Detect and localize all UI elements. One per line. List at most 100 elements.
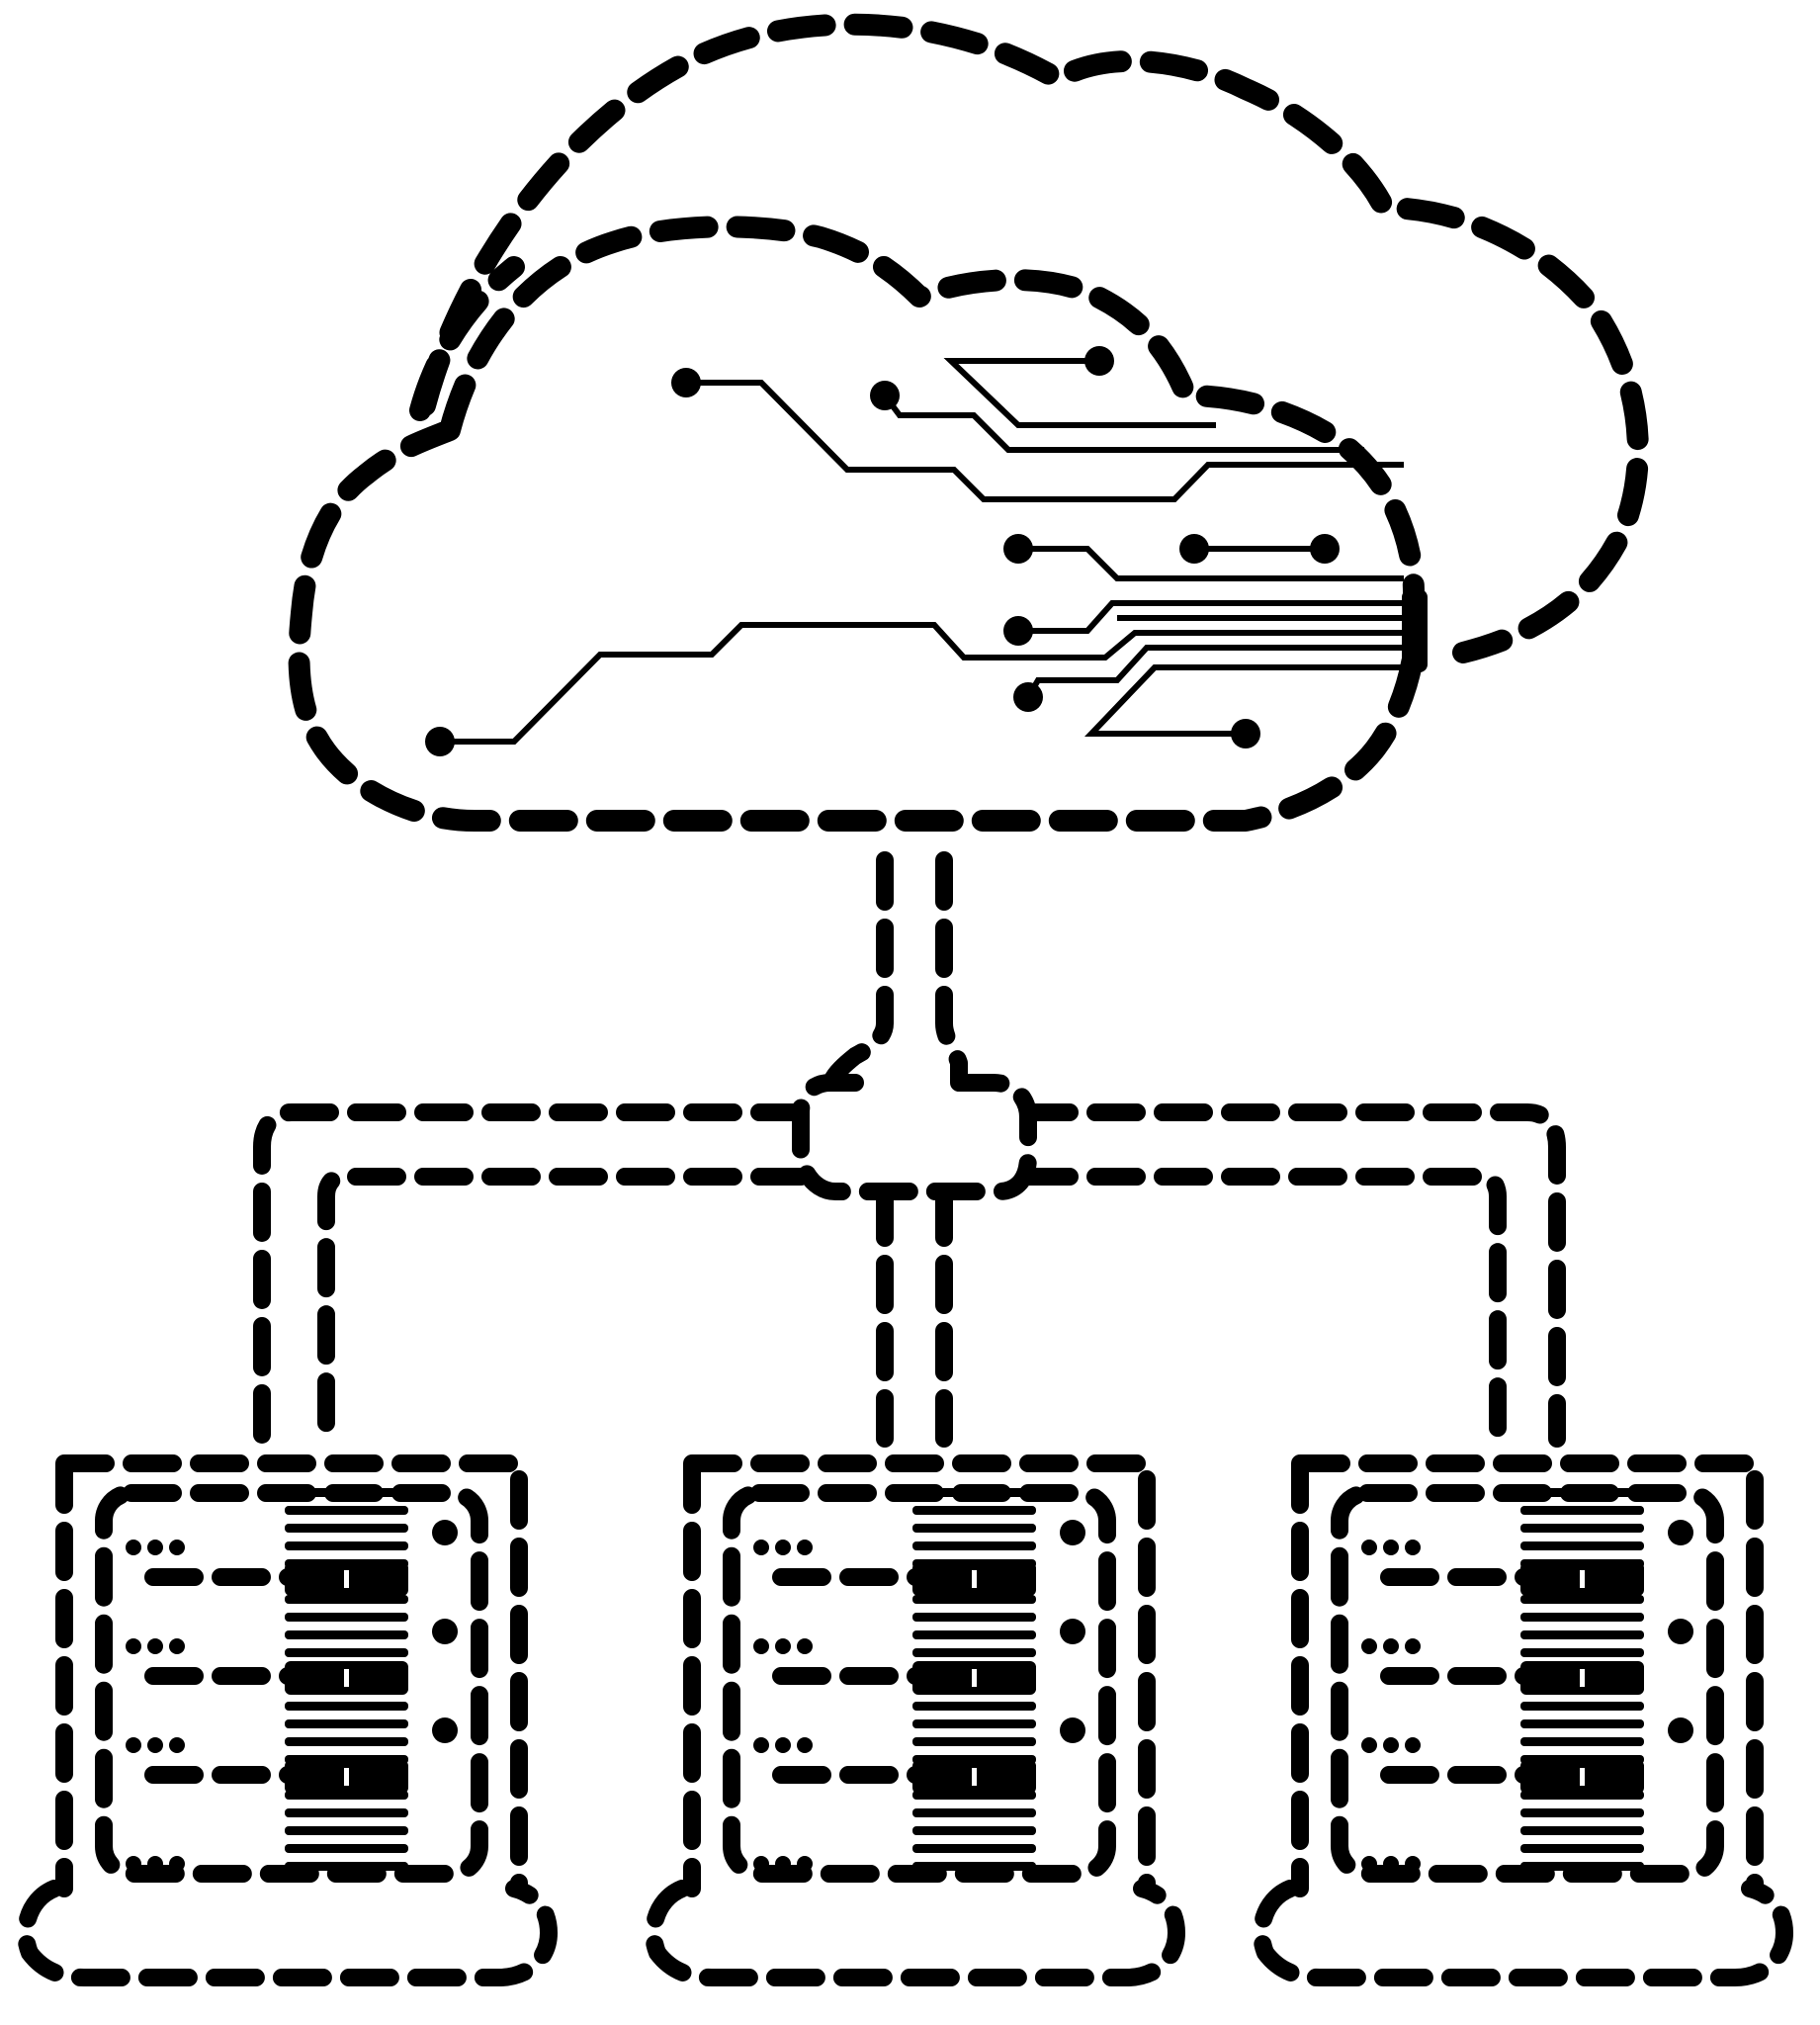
server-knob xyxy=(1668,1619,1693,1644)
server-led xyxy=(797,1540,813,1555)
server-cabinet-outline xyxy=(683,1454,1156,1897)
server-led xyxy=(147,1638,163,1654)
server-knob xyxy=(432,1619,458,1644)
server-base xyxy=(1253,1880,1793,1986)
server-bay-slot xyxy=(344,1669,349,1687)
server-vent-bar xyxy=(285,1719,408,1728)
server-vent-bar xyxy=(1520,1524,1644,1533)
server-rack-icon xyxy=(1253,1454,1793,1986)
server-led xyxy=(775,1737,791,1753)
circuit-node xyxy=(1231,719,1260,748)
server-vent-bar xyxy=(912,1488,1036,1497)
cloud-inner-outline xyxy=(288,216,1428,832)
server-knob xyxy=(1060,1520,1085,1545)
circuit-node xyxy=(1003,534,1033,564)
server-vent-bar xyxy=(285,1613,408,1622)
server-led xyxy=(169,1856,185,1872)
circuit-node xyxy=(671,368,701,397)
server-vent-bar xyxy=(912,1737,1036,1746)
server-led xyxy=(126,1540,141,1555)
server-bay-slot xyxy=(344,1768,349,1786)
server-rack-icon xyxy=(645,1454,1185,1986)
circuit-node xyxy=(1003,616,1033,646)
connector-left-outer xyxy=(253,1103,810,1448)
server-led xyxy=(1383,1856,1399,1872)
server-vent-bar xyxy=(1520,1630,1644,1639)
circuit-trace xyxy=(1018,546,1404,581)
cloud-outer-outline xyxy=(414,13,1649,663)
server-vent-bar xyxy=(912,1719,1036,1728)
server-vent-bar xyxy=(912,1844,1036,1853)
server-vent-bar xyxy=(285,1488,408,1497)
circuit-connector xyxy=(1402,589,1428,672)
server-led xyxy=(1383,1737,1399,1753)
server-vent-bar xyxy=(1520,1719,1644,1728)
server-vent-bar xyxy=(912,1648,1036,1657)
server-led xyxy=(1361,1737,1377,1753)
server-led xyxy=(126,1737,141,1753)
circuit-node xyxy=(1310,534,1340,564)
circuit-node xyxy=(1013,682,1043,712)
server-vent-bar xyxy=(912,1826,1036,1835)
server-vent-bar xyxy=(912,1613,1036,1622)
server-vent-bar xyxy=(1520,1595,1644,1604)
server-led xyxy=(169,1540,185,1555)
server-bay-slot xyxy=(972,1768,977,1786)
server-vent-bar xyxy=(912,1702,1036,1711)
circuit-trace xyxy=(1083,664,1404,737)
server-led xyxy=(126,1638,141,1654)
server-bay-slot xyxy=(1580,1768,1585,1786)
circuit-trace xyxy=(440,622,1404,745)
server-vent-bar xyxy=(285,1862,408,1871)
server-vent-bar xyxy=(912,1630,1036,1639)
server-led xyxy=(1361,1856,1377,1872)
trunk-line xyxy=(822,851,894,1097)
circuit-node xyxy=(1179,534,1209,564)
server-vent-bar xyxy=(912,1808,1036,1817)
circuit-node xyxy=(870,381,900,410)
server-vent-bar xyxy=(1520,1702,1644,1711)
server-led xyxy=(797,1638,813,1654)
server-led xyxy=(169,1737,185,1753)
server-vent-bar xyxy=(912,1862,1036,1871)
server-led xyxy=(797,1856,813,1872)
server-led xyxy=(1405,1737,1421,1753)
server-bay-slot xyxy=(972,1570,977,1588)
cloud-link-outline xyxy=(409,256,525,421)
server-bay-slot xyxy=(1580,1669,1585,1687)
servers-group xyxy=(17,1454,1793,1986)
server-led xyxy=(147,1540,163,1555)
server-vent-bar xyxy=(285,1648,408,1657)
server-vent-bar xyxy=(1520,1488,1644,1497)
circuit-node xyxy=(1084,346,1114,376)
server-led xyxy=(169,1638,185,1654)
server-vent-bar xyxy=(1520,1541,1644,1550)
server-led xyxy=(753,1540,769,1555)
server-led xyxy=(775,1638,791,1654)
server-knob xyxy=(432,1520,458,1545)
server-led xyxy=(1405,1856,1421,1872)
connector-right-inner xyxy=(1019,1168,1507,1448)
network-connectors xyxy=(253,851,1566,1448)
server-knob xyxy=(1060,1619,1085,1644)
server-knob xyxy=(1060,1717,1085,1743)
server-vent-bar xyxy=(285,1808,408,1817)
server-led xyxy=(1383,1638,1399,1654)
server-led xyxy=(753,1638,769,1654)
server-led xyxy=(775,1540,791,1555)
server-led xyxy=(1405,1638,1421,1654)
server-vent-bar xyxy=(1520,1613,1644,1622)
server-knob xyxy=(1668,1520,1693,1545)
server-vent-bar xyxy=(285,1524,408,1533)
server-bay-slot xyxy=(344,1570,349,1588)
circuit-node xyxy=(425,727,455,756)
circuit-trace xyxy=(943,358,1216,428)
server-vent-bar xyxy=(285,1506,408,1515)
server-knob xyxy=(1668,1717,1693,1743)
circuit-board-icon xyxy=(425,346,1428,756)
server-vent-bar xyxy=(912,1595,1036,1604)
connector-left-inner xyxy=(317,1168,810,1448)
server-led xyxy=(1361,1638,1377,1654)
server-bay-slot xyxy=(1580,1570,1585,1588)
